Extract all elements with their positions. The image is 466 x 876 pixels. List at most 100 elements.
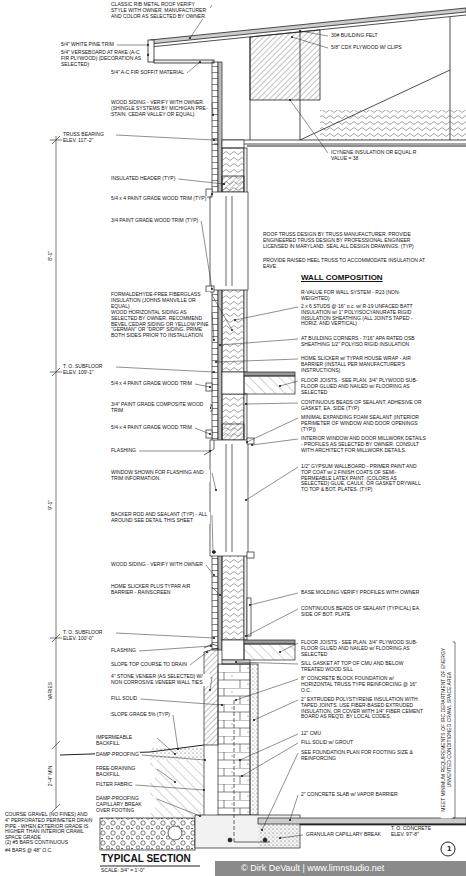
callout-text: DAMP-PROOFING CAPILLARY BREAK OVER FOOTI… <box>95 796 155 813</box>
callout-text: HOME SLICKER PLUS TYPAR AIR BARRIER - RA… <box>110 584 210 596</box>
detail-number: 1 <box>446 845 452 853</box>
leader-line <box>139 646 211 651</box>
wall-assembly-part <box>204 440 214 455</box>
callout-text: BACKER ROD AND SEALANT (TYP) - ALL AROUN… <box>110 512 210 524</box>
wall-assembly-part <box>222 140 244 148</box>
leader-dot <box>212 551 214 553</box>
callout-text: COURSE GRAVEL (NO FINES) AND 4" PERFORAT… <box>4 812 94 841</box>
wall-assembly-part <box>210 192 248 290</box>
foundation-assembly-part <box>168 826 182 840</box>
roof-assembly-part <box>214 140 466 141</box>
leader-dot <box>219 594 221 596</box>
callout-text: 8" CONCRETE BLOCK FOUNDATION w/ HORIZONT… <box>300 676 427 693</box>
roof-assembly-part <box>247 145 466 146</box>
callout-text: FLOOR JOISTS - SEE PLAN. 3/4" PLYWOOD SU… <box>300 378 427 395</box>
callout-text: (2) #5 BARS CONTINUOUS <box>4 840 69 846</box>
wall-assembly-part <box>244 640 295 644</box>
dimension-lines <box>50 136 466 876</box>
roof-assembly-part <box>154 60 214 63</box>
leader-line <box>290 795 298 820</box>
leader-line <box>195 428 210 434</box>
leader-line <box>262 753 298 830</box>
leader-line <box>220 339 298 345</box>
callout-text: WOOD HORIZONTAL SIDING AS SELECTED BY OW… <box>110 310 210 339</box>
leader-line <box>212 515 213 552</box>
leader-line <box>116 135 214 140</box>
callout-text: IMPERMEABLE BACKFILL <box>95 735 155 747</box>
callout-text: CONTINUOUS BEADS OF SEALANT, ADHESIVE OR… <box>300 400 427 412</box>
leader-line <box>157 769 175 782</box>
wall-assembly-part <box>213 551 216 554</box>
wall-assembly-part <box>206 430 212 438</box>
leader-line <box>212 103 213 115</box>
wall-assembly-part <box>222 424 244 440</box>
roof-assembly-part <box>214 144 466 145</box>
callout-text: 2" CONCRETE SLAB w/ VAPOR BARRIER <box>300 792 399 798</box>
callout-text: SEE FOUNDATION PLAN FOR FOOTING SIZE & R… <box>300 750 427 762</box>
callout-text: CLASSIC RIB METAL ROOF VERIFY STYLE WITH… <box>110 2 210 19</box>
dimension-text: VARIES <box>48 670 54 712</box>
roof-assembly <box>148 8 466 146</box>
callout-text: 2" EXTRUDED POLYSTYRENE INSULATION WITH … <box>300 697 427 720</box>
dimension-text: 8'-1" <box>48 235 54 277</box>
callout-text: AT BUILDING CORNERS - 7/16" APA RATED OS… <box>300 336 427 348</box>
wall-assembly-part <box>244 376 295 394</box>
elevation-mark: T. O. SUBFLOOR ELEV. 109'-1" <box>62 364 114 376</box>
dimension-lines-part <box>215 861 466 876</box>
wall-assembly-part <box>247 598 251 636</box>
leader-dot <box>147 54 149 56</box>
callout-text: R-VALUE FOR WALL SYSTEM - R23 (NON-WEIGH… <box>300 290 427 302</box>
callout-text: SLOPE TOP COURSE TO DRAIN <box>110 662 188 668</box>
wall-assembly-part <box>212 62 218 650</box>
callout-text: FILL SOLID <box>110 696 138 702</box>
callout-text: WINDOW SHOWN FOR FLASHING AND TRIM INFOR… <box>110 470 210 482</box>
leader-line <box>236 679 298 700</box>
foundation-assembly <box>60 644 466 850</box>
foundation-assembly-part <box>150 748 204 760</box>
leader-line <box>195 384 210 387</box>
leader-dot <box>147 44 149 46</box>
wall-assembly-part <box>226 444 227 552</box>
elevation-mark: T. O. SUBFLOOR ELEV. 100'-0" <box>62 630 114 642</box>
wall-assembly-part <box>232 444 233 552</box>
leader-dot <box>279 385 281 387</box>
callout-text: 30# BUILDING FELT <box>330 33 379 39</box>
leader-dot <box>279 651 281 653</box>
leader-dot <box>209 386 211 388</box>
leader-dot <box>291 36 293 38</box>
leader-dot <box>199 815 201 817</box>
wall-assembly-part <box>222 372 244 394</box>
leader-line <box>201 221 212 289</box>
callout-text: DAMP-PROOFING <box>95 752 140 758</box>
leader-line <box>247 418 298 442</box>
leader-dot <box>239 759 241 761</box>
leader-dot <box>251 444 253 446</box>
leader-line <box>135 785 204 790</box>
callout-text: SILL GASKET AT TOP OF CMU AND BELOW TREA… <box>300 661 427 673</box>
leader-dot <box>211 193 213 195</box>
leader-dot <box>177 748 179 750</box>
leader-line <box>139 451 210 452</box>
callout-text: WOOD SIDING - VERIFY WITH OWNER <box>110 562 204 568</box>
leader-line <box>246 403 298 404</box>
leader-dot <box>245 499 247 501</box>
callout-text: FLOOR JOISTS - SEE PLAN. 3/4" PLYWOOD SU… <box>300 640 427 657</box>
callout-text: BASE MOLDING VERIFY PROFILES WITH OWNER <box>300 590 420 596</box>
callout-text: 5/4" VERSEBOARD AT RAKE (A-C FIR PLYWOOD… <box>60 50 147 67</box>
leader-dot <box>209 689 211 691</box>
foundation-assembly-part <box>258 818 466 824</box>
leader-dot <box>249 604 251 606</box>
leader-line <box>212 587 220 595</box>
leader-line <box>280 835 303 838</box>
leader-line <box>178 179 224 184</box>
leader-dot <box>253 719 255 721</box>
wall-assembly-part <box>222 176 244 192</box>
leader-line <box>157 738 175 754</box>
leader-line <box>250 593 298 605</box>
leader-line <box>157 799 200 816</box>
foundation-assembly-part <box>204 644 218 648</box>
dimension-text: 2'-4" MIN <box>48 755 54 797</box>
callout-text: FILTER FABRIC <box>95 782 133 788</box>
leader-line <box>116 633 214 638</box>
callout-text: FREE-DRAINING BACKFILL <box>95 766 155 778</box>
